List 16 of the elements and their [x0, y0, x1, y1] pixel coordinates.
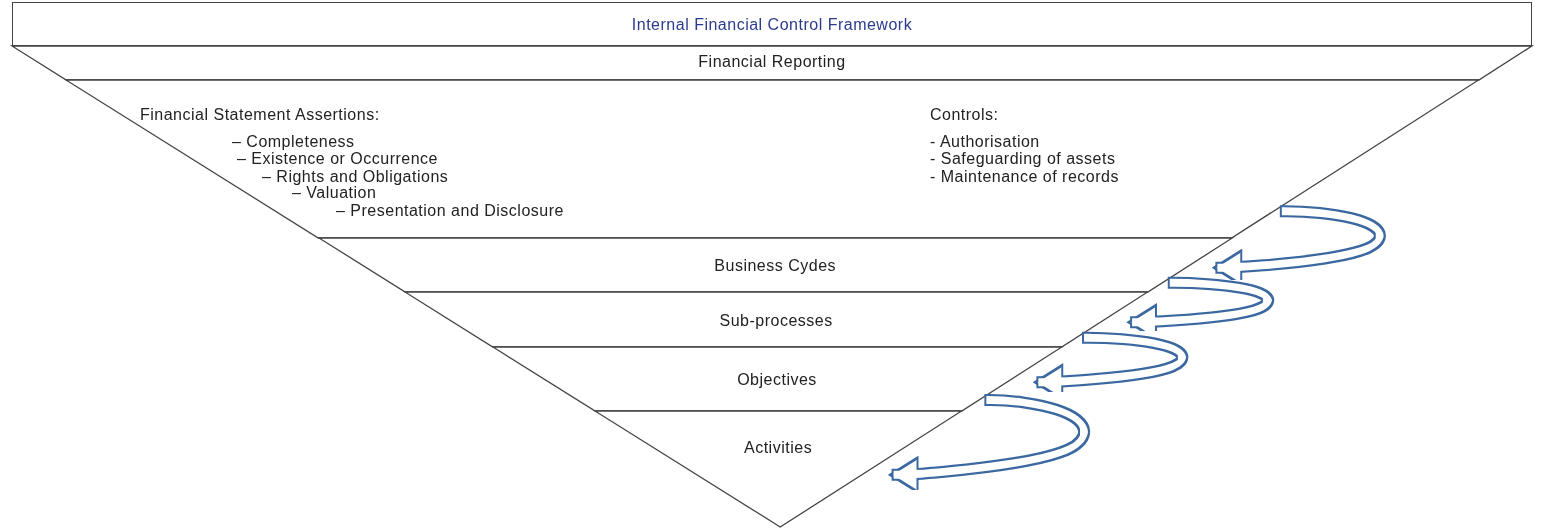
- list-item: – Presentation and Disclosure: [336, 202, 564, 220]
- list-heading: Controls:: [930, 106, 999, 124]
- list-item: – Rights and Obligations: [262, 168, 449, 186]
- list-item: - Maintenance of records: [930, 168, 1119, 186]
- list-item: – Valuation: [292, 184, 377, 202]
- list-item: – Existence or Occurrence: [237, 150, 438, 168]
- band-label: Business Cydes: [713, 257, 838, 275]
- band-label: Activities: [743, 439, 814, 457]
- band-label: Objectives: [736, 371, 818, 389]
- list-item: - Safeguarding of assets: [930, 150, 1116, 168]
- list-item: – Completeness: [232, 133, 355, 151]
- list-heading: Financial Statement Assertions:: [140, 106, 380, 124]
- list-item: - Authorisation: [930, 133, 1040, 151]
- curved-arrow: [887, 394, 1090, 494]
- band-label: Financial Reporting: [697, 53, 847, 71]
- band-label: Sub-processes: [718, 311, 834, 330]
